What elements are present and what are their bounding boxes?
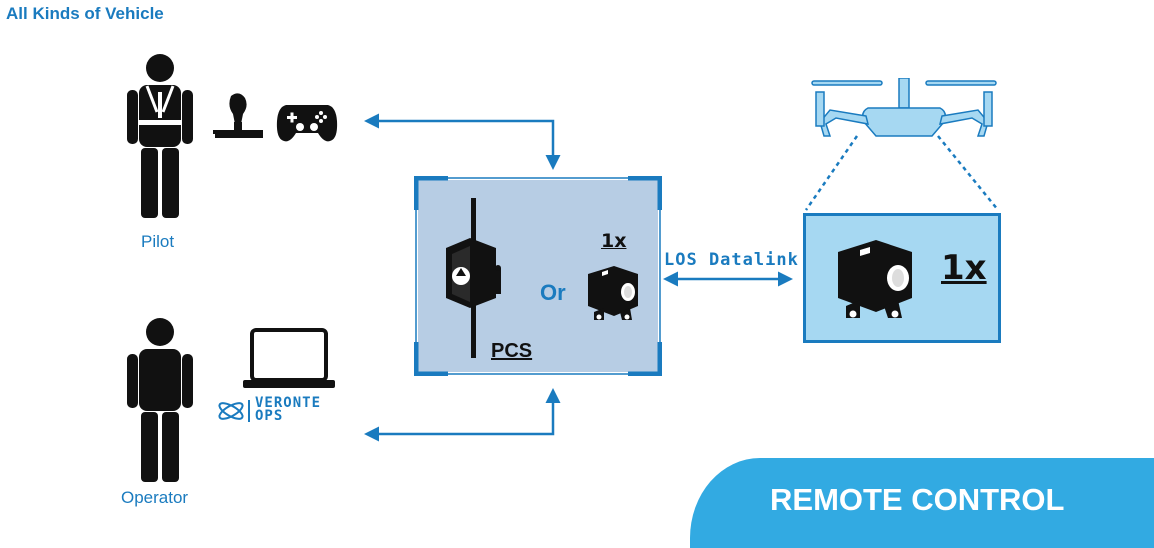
pilot-person-icon bbox=[127, 54, 193, 218]
pcs-label: PCS bbox=[491, 340, 533, 362]
or-label: Or bbox=[540, 280, 566, 305]
pcs-box-corners bbox=[414, 176, 662, 376]
remote-control-banner: REMOTE CONTROL bbox=[690, 458, 1154, 548]
drone-dotted-line-left bbox=[804, 135, 859, 211]
veronte-logo-line2: OPS bbox=[255, 408, 284, 424]
page-title: All Kinds of Vehicle bbox=[6, 4, 164, 23]
remote-control-label: REMOTE CONTROL bbox=[770, 482, 1065, 517]
drone-icon bbox=[811, 78, 997, 137]
laptop-icon bbox=[243, 328, 335, 388]
pilot-label: Pilot bbox=[141, 232, 175, 251]
veronte-logo-text: VERONTE OPS bbox=[255, 395, 322, 424]
operator-pcs-arrow bbox=[364, 388, 561, 442]
operator-person-icon bbox=[127, 318, 193, 482]
veronte-logo-line1: VERONTE bbox=[255, 395, 322, 411]
joystick-icon bbox=[213, 93, 263, 138]
drone-dotted-line-right bbox=[937, 135, 999, 211]
los-datalink-label: LOS Datalink bbox=[664, 250, 799, 270]
autopilot-module-icon bbox=[588, 266, 638, 320]
pilot-pcs-arrow bbox=[364, 113, 561, 170]
autopilot-module-large-icon bbox=[838, 240, 912, 318]
aircraft-qty-label: 1x bbox=[941, 248, 987, 288]
pcs-device-icon bbox=[446, 198, 501, 358]
logo-divider bbox=[248, 400, 250, 422]
gamepad-icon bbox=[276, 105, 338, 142]
pcs-qty-label: 1x bbox=[601, 230, 627, 252]
veronte-logo-icon bbox=[218, 402, 244, 420]
operator-label: Operator bbox=[121, 488, 189, 507]
